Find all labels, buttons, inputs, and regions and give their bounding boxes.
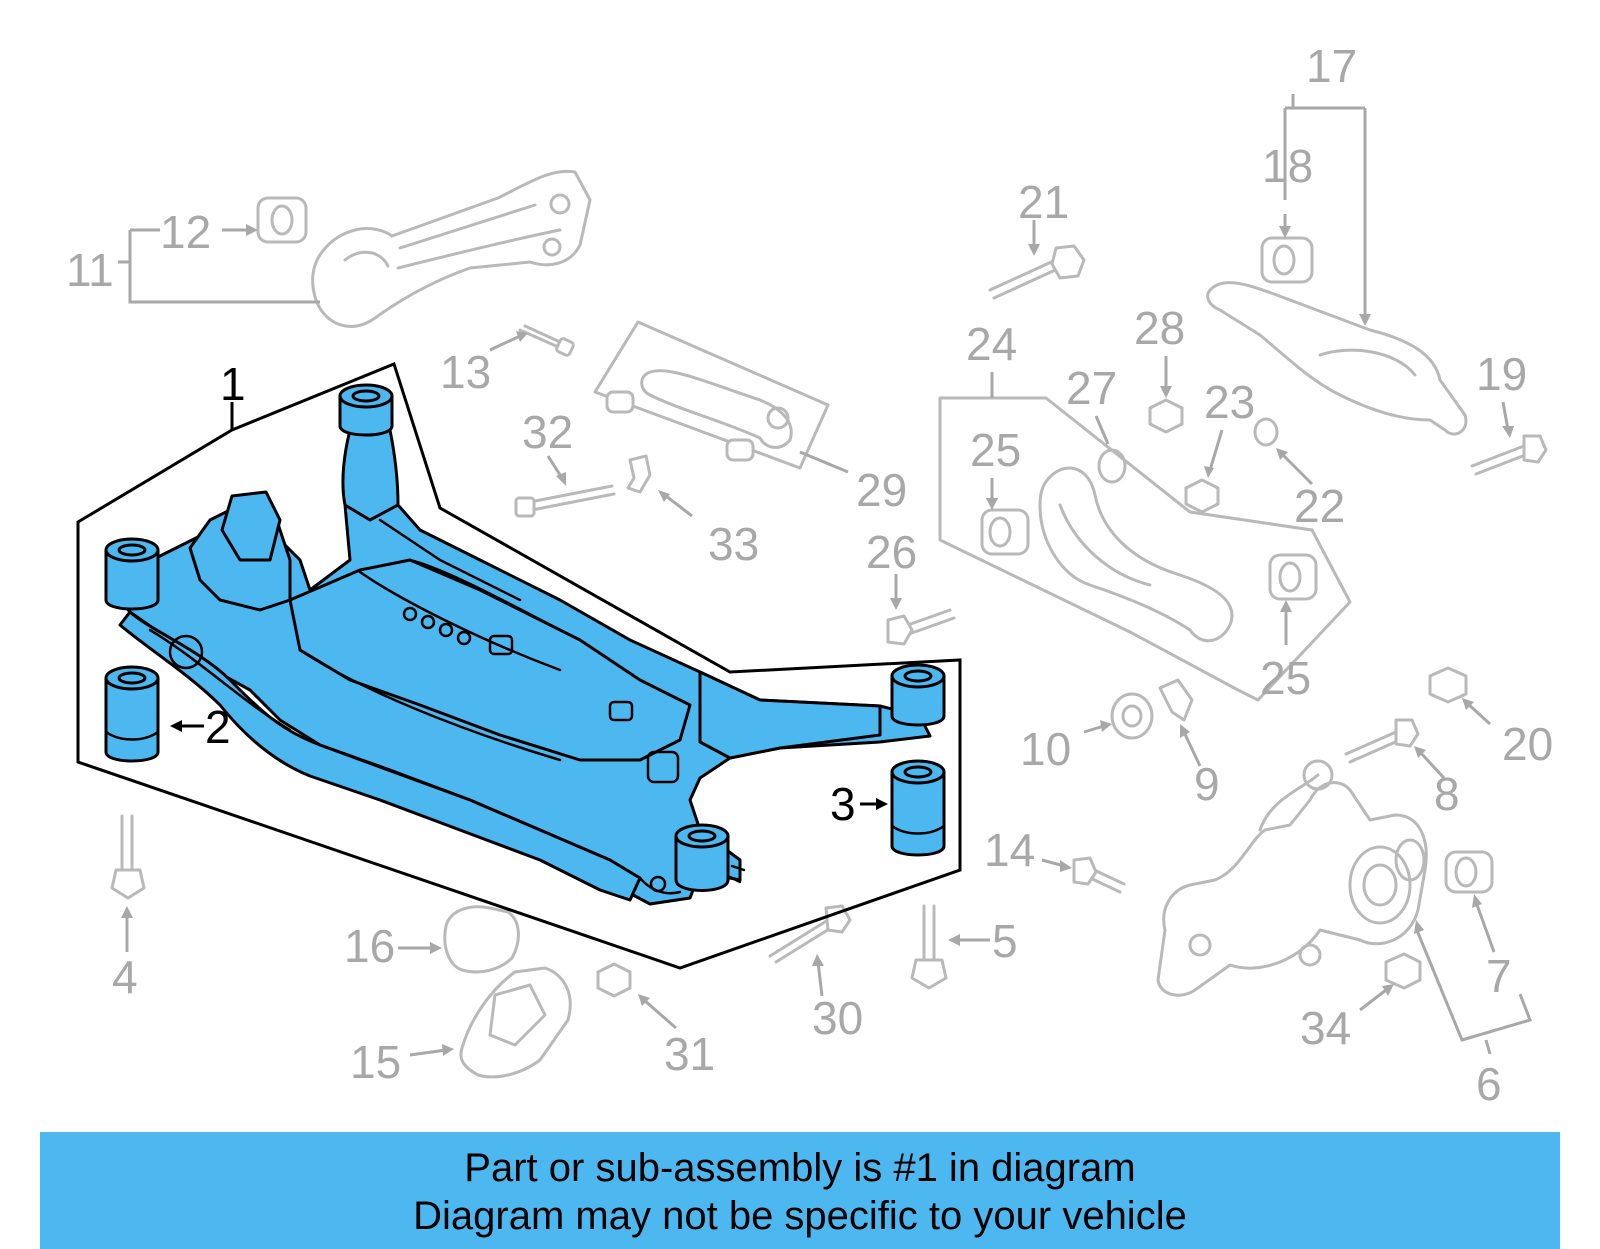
callout-27: 27 xyxy=(1066,362,1117,414)
nut-20-icon xyxy=(1428,666,1468,704)
bracket-33-icon xyxy=(626,454,652,494)
banner-line-1: Part or sub-assembly is #1 in diagram xyxy=(464,1146,1136,1190)
callout-34: 34 xyxy=(1300,1002,1351,1054)
nut-31-icon xyxy=(596,962,632,998)
callout-16: 16 xyxy=(344,920,395,972)
callout-30: 30 xyxy=(812,992,863,1044)
callout-1: 1 xyxy=(220,358,246,410)
callout-6: 6 xyxy=(1476,1058,1502,1110)
callout-28: 28 xyxy=(1134,302,1185,354)
callout-7: 7 xyxy=(1486,950,1512,1002)
bolt-14-icon xyxy=(1072,856,1126,894)
mount-16-icon xyxy=(443,905,520,974)
subframe-bushing-front-left xyxy=(104,537,160,611)
bolt-5-icon xyxy=(910,904,948,990)
callout-14: 14 xyxy=(984,824,1035,876)
callout-19: 19 xyxy=(1476,348,1527,400)
plate-15-icon xyxy=(459,966,572,1079)
callout-8: 8 xyxy=(1434,768,1460,820)
callout-32: 32 xyxy=(522,406,573,458)
callout-10: 10 xyxy=(1020,723,1071,775)
nut-10-icon xyxy=(1110,692,1154,740)
bolt-30-icon xyxy=(768,904,852,964)
callout-17: 17 xyxy=(1306,40,1357,92)
subframe-bushing-rear-left xyxy=(338,383,394,437)
banner-line-2: Diagram may not be specific to your vehi… xyxy=(413,1194,1187,1238)
bushing-12-icon xyxy=(256,196,308,244)
control-arm-24-illustration xyxy=(938,396,1352,702)
callout-26: 26 xyxy=(866,526,917,578)
callout-25-lower: 25 xyxy=(1260,652,1311,704)
callout-25-upper: 25 xyxy=(970,424,1021,476)
callout-23: 23 xyxy=(1204,376,1255,428)
callout-29: 29 xyxy=(856,464,907,516)
trailing-arm-illustration xyxy=(256,169,592,328)
bushing-2-icon xyxy=(104,665,160,763)
subframe-bushing-rear-right xyxy=(890,663,946,727)
upper-arm-17-illustration xyxy=(1206,236,1468,436)
callout-20: 20 xyxy=(1502,718,1553,770)
bolt-19-icon xyxy=(1470,434,1548,476)
callout-12: 12 xyxy=(160,206,211,258)
washer-22-icon xyxy=(1253,417,1279,447)
assembly-1-frame xyxy=(76,361,962,970)
subframe-bushing-front-right xyxy=(674,823,730,892)
bushing-3-icon xyxy=(890,759,946,857)
bolt-21-icon xyxy=(988,244,1086,300)
bolt-13-icon xyxy=(518,324,575,357)
callout-3: 3 xyxy=(830,778,856,830)
bushing-18-icon xyxy=(1260,236,1314,284)
callout-5: 5 xyxy=(992,915,1018,967)
bolt-32-icon xyxy=(514,484,616,518)
subframe-1-illustration xyxy=(104,383,946,906)
nut-28-icon xyxy=(1148,398,1184,434)
callout-2: 2 xyxy=(205,701,231,753)
callout-31: 31 xyxy=(664,1028,715,1080)
bolt-8-icon xyxy=(1344,718,1420,764)
ring-27-icon xyxy=(1097,448,1127,484)
nut-23-icon xyxy=(1184,478,1220,514)
callout-15: 15 xyxy=(350,1036,401,1088)
bolt-26-icon xyxy=(886,608,956,646)
callout-33: 33 xyxy=(708,518,759,570)
callout-22: 22 xyxy=(1294,480,1345,532)
callout-21: 21 xyxy=(1018,176,1069,228)
callout-11: 11 xyxy=(66,244,114,296)
bracket-9-icon xyxy=(1158,678,1194,722)
callout-13: 13 xyxy=(440,346,491,398)
info-banner: Part or sub-assembly is #1 in diagram Di… xyxy=(40,1132,1560,1249)
callout-9: 9 xyxy=(1194,758,1220,810)
knuckle-6-illustration xyxy=(1156,759,1494,997)
lateral-link-29-illustration xyxy=(593,320,830,470)
callout-4: 4 xyxy=(112,951,138,1003)
nut-34-icon xyxy=(1384,952,1422,990)
callout-24: 24 xyxy=(966,318,1017,370)
bolt-4-icon xyxy=(110,814,146,900)
callout-18: 18 xyxy=(1262,140,1313,192)
